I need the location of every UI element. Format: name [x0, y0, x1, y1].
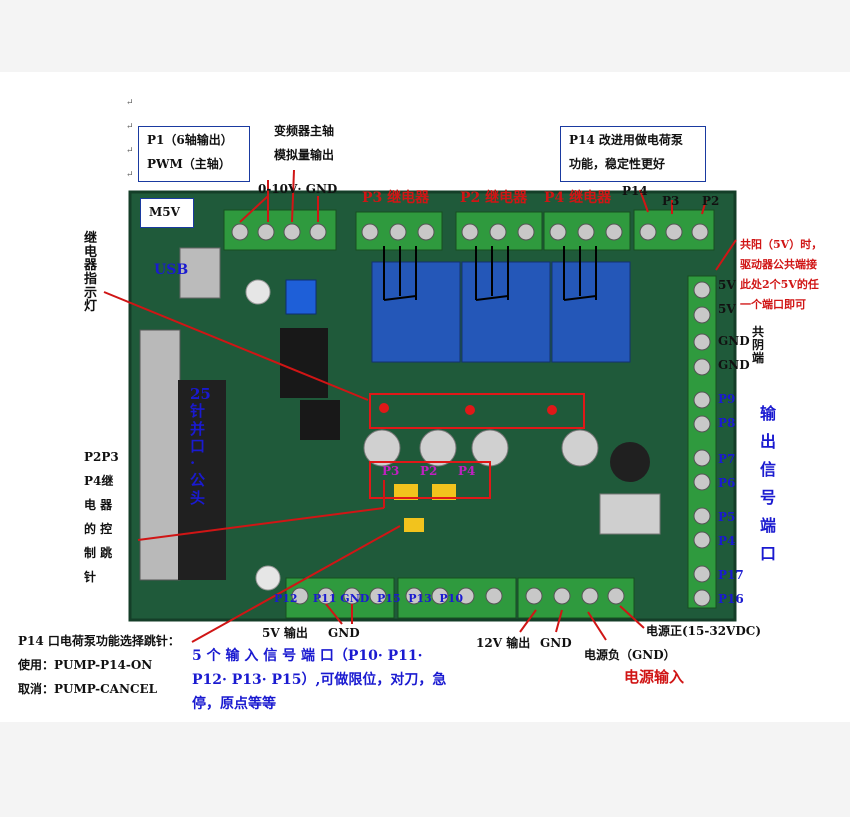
analog-terminal-label: 0-10V· GND: [258, 182, 338, 196]
return-mark: ↵: [126, 170, 134, 180]
relay-p4-label: P4 继电器: [544, 190, 612, 206]
common-anode-note-1: 共阳（5V）时，: [740, 238, 823, 251]
vfd-line1: 变频器主轴: [274, 124, 335, 138]
right-pin-label: P5: [718, 510, 736, 524]
out-12v-label: 12V 输出: [476, 636, 531, 650]
input-port-line3: 停，原点等等: [192, 696, 276, 712]
p2-label: P2: [702, 194, 720, 208]
p1-annotation-box: P1（6轴输出） PWM（主轴）: [138, 126, 250, 182]
bottom-pin-labels: P12 P11 GND P15 P13 P10: [274, 592, 464, 605]
right-pin-label: GND: [718, 334, 750, 348]
relay-indicator-label: 继电器指示灯: [84, 231, 98, 315]
power-negative-label: 电源负（GND）: [584, 648, 676, 662]
p1-line2: PWM（主轴）: [147, 157, 231, 171]
m5v-label: M5V: [149, 205, 180, 219]
p14-note-line2: 功能，稳定性更好: [569, 157, 666, 171]
out-5v-label: 5V 输出: [262, 626, 308, 640]
power-positive-label: 电源正(15-32VDC): [646, 624, 762, 638]
common-anode-note-3: 此处2个5V的任: [740, 278, 819, 291]
p14-note-box: P14 改进用做电荷泵 功能，稳定性更好: [560, 126, 706, 182]
relay-p3-label: P3 继电器: [362, 190, 430, 206]
pump-note-title: P14 口电荷泵功能选择跳针：: [18, 634, 180, 648]
jumper-p2-label: P2: [420, 464, 438, 478]
right-pin-label: P9: [718, 392, 736, 406]
pump-use-label: 使用：PUMP-P14-ON: [18, 658, 153, 672]
right-pin-label: P16: [718, 592, 744, 606]
return-mark: ↵: [126, 146, 134, 156]
p14-note-line1: P14 改进用做电荷泵: [569, 133, 683, 147]
m5v-box: M5V: [140, 198, 194, 228]
right-pin-label: 5V: [718, 278, 736, 292]
bottom-background: [0, 722, 850, 817]
right-pin-label: GND: [718, 358, 750, 372]
parallel-port-label: 25针并口·公头: [190, 385, 211, 507]
p14-label: P14: [622, 184, 648, 198]
input-port-line2: P12· P13· P15）,可做限位，对刀，急: [192, 672, 447, 688]
right-pin-label: P6: [718, 476, 736, 490]
gnd-label-2: GND: [540, 636, 572, 650]
common-terminal-label: 共阴端: [752, 325, 765, 366]
jumper-p4-label: P4: [458, 464, 476, 478]
common-anode-note-4: 一个端口即可: [740, 298, 806, 311]
p1-line1: P1（6轴输出）: [147, 133, 233, 147]
jumper-note-line: 电 器: [84, 498, 113, 512]
right-pin-label: 5V: [718, 302, 736, 316]
right-pin-label: P8: [718, 416, 736, 430]
gnd-label-1: GND: [328, 626, 360, 640]
usb-label: USB: [154, 262, 189, 278]
jumper-note-line: P2P3: [84, 450, 119, 464]
relay-p2-label: P2 继电器: [460, 190, 528, 206]
top-background: [0, 0, 850, 72]
p3-label: P3: [662, 194, 680, 208]
return-mark: ↵: [126, 122, 134, 132]
jumper-note-line: P4继: [84, 474, 114, 488]
vfd-line2: 模拟量输出: [274, 148, 335, 162]
jumper-note-line: 针: [84, 570, 97, 584]
common-anode-note-2: 驱动器公共端接: [740, 258, 817, 271]
input-port-line1: 5 个 输 入 信 号 端 口（P10· P11·: [192, 648, 423, 664]
jumper-p3-label: P3: [382, 464, 400, 478]
return-mark: ↵: [126, 98, 134, 108]
jumper-note-line: 的 控: [84, 522, 113, 536]
right-pin-label: P17: [718, 568, 744, 582]
jumper-note-line: 制 跳: [84, 546, 113, 560]
power-input-label: 电源输入: [624, 668, 685, 686]
output-signal-port-label: 输出信号端口: [760, 404, 777, 563]
pump-cancel-label: 取消：PUMP-CANCEL: [18, 682, 158, 696]
right-pin-label: P7: [718, 452, 736, 466]
right-pin-label: P4: [718, 534, 736, 548]
